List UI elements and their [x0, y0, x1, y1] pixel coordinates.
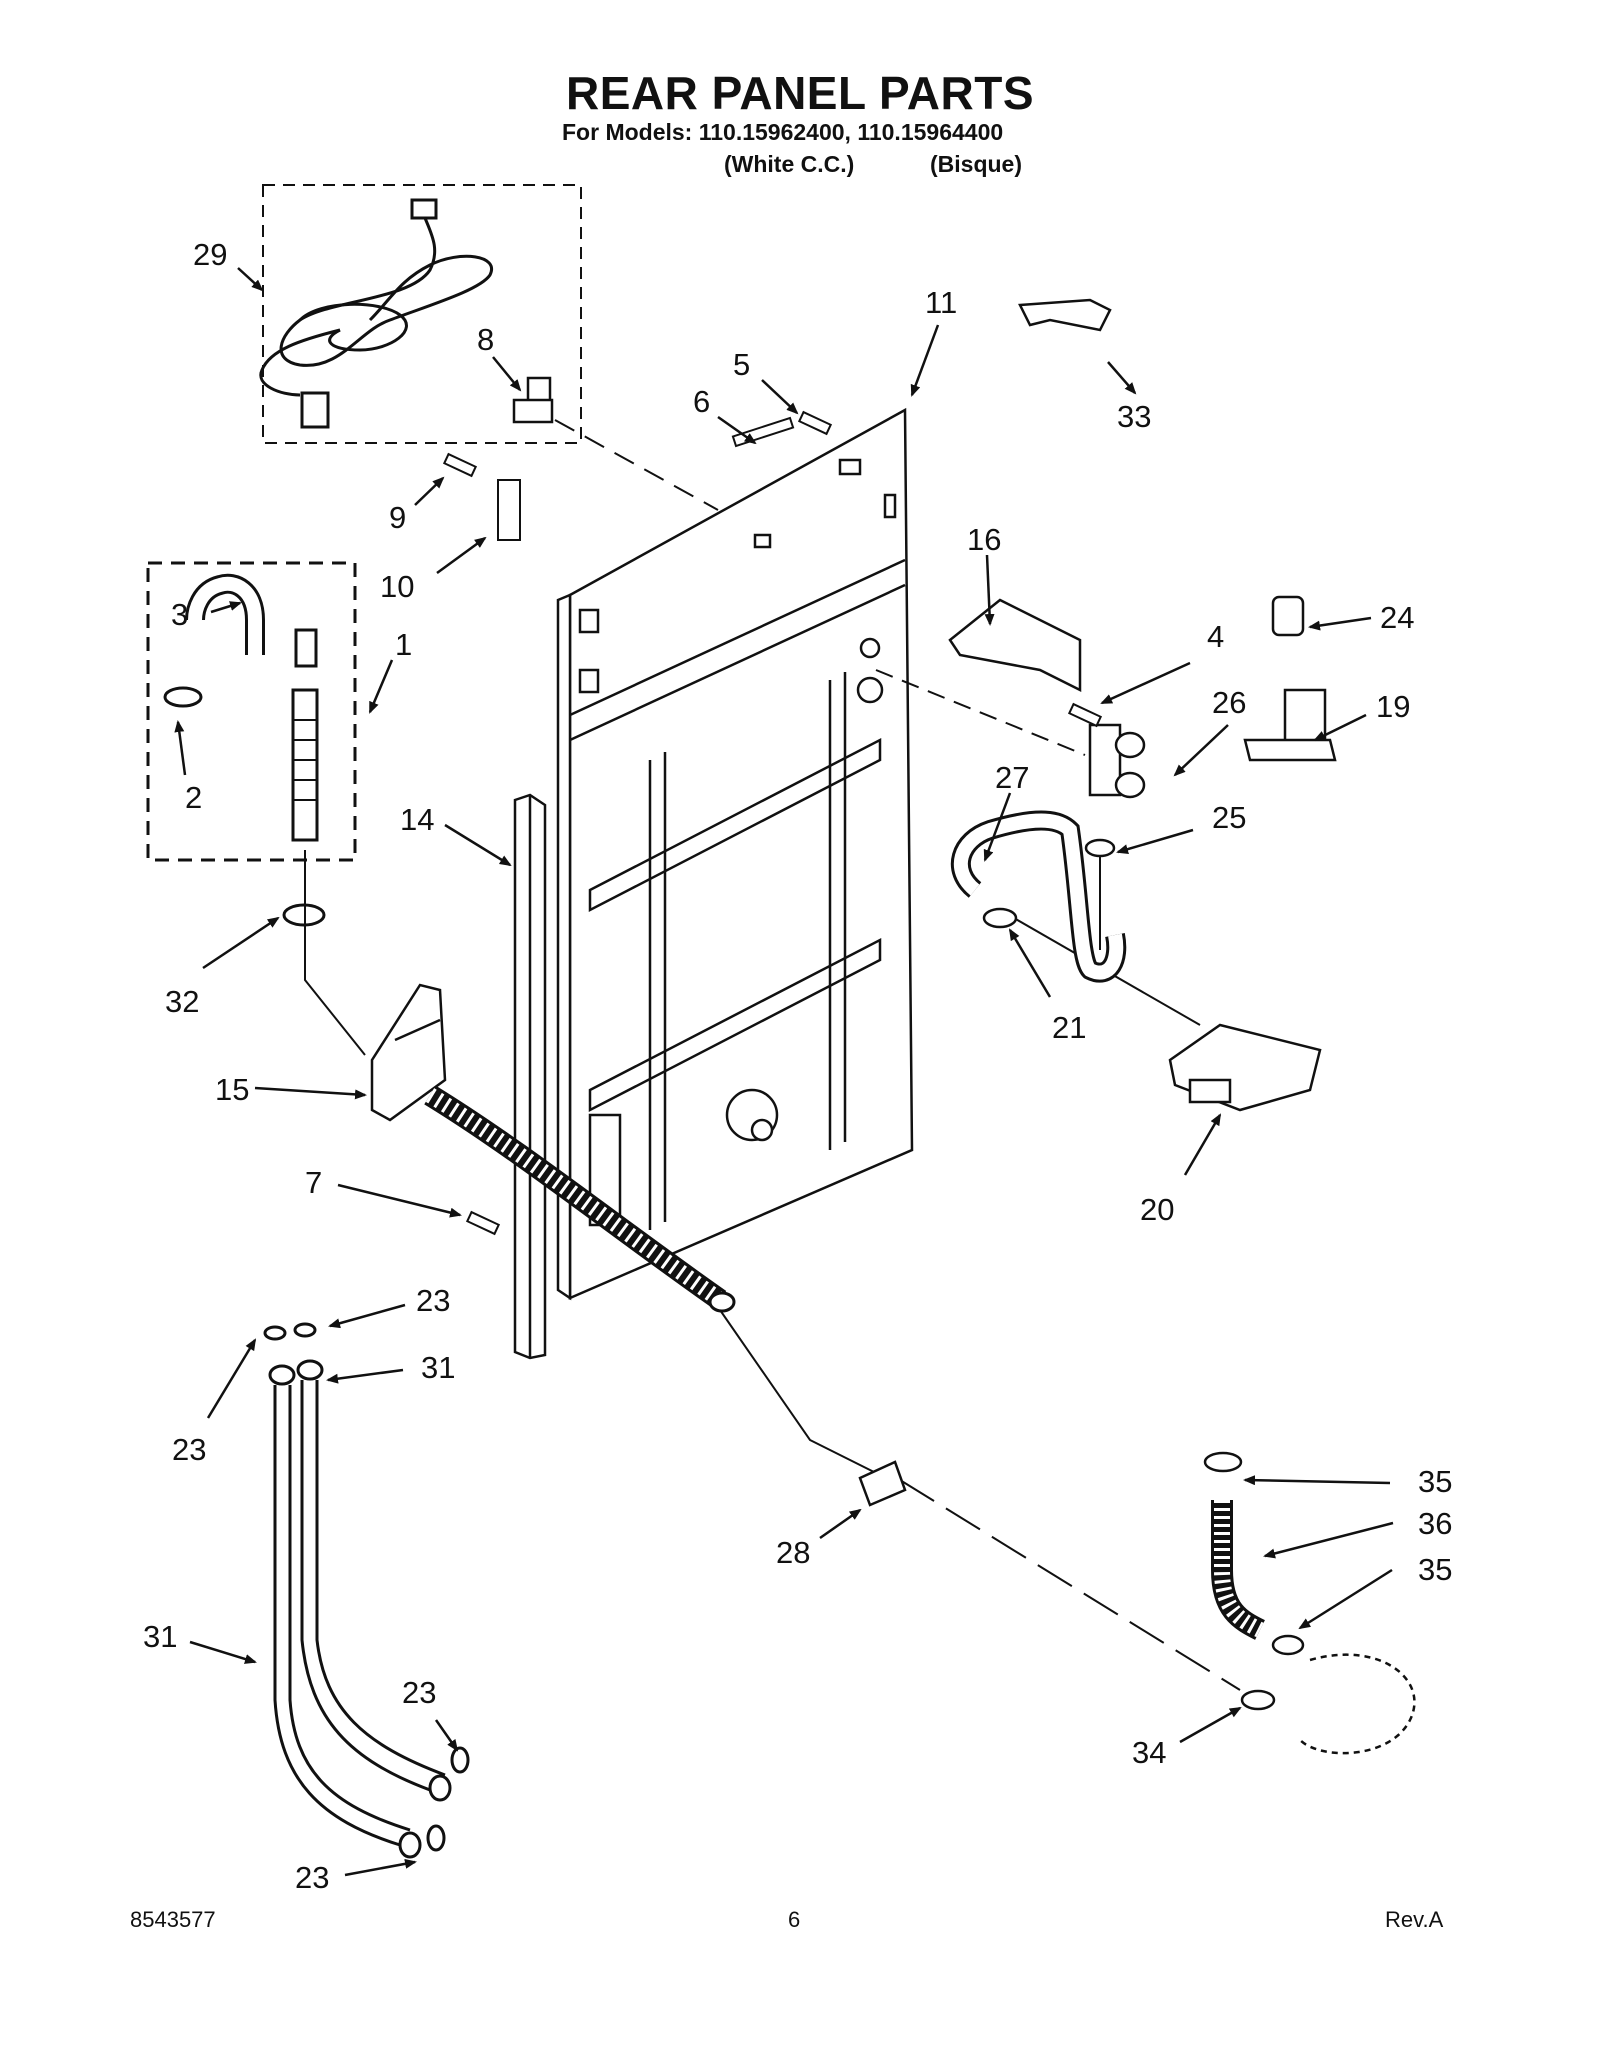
- callout-14: 14: [400, 802, 434, 837]
- callout-21: 21: [1052, 1010, 1086, 1045]
- drain-hose-part: [424, 1085, 736, 1313]
- callout-25: 25: [1212, 800, 1246, 835]
- callout-arrows: [174, 267, 1394, 1877]
- callout-2: 2: [185, 780, 202, 815]
- callout-29: 29: [193, 237, 227, 272]
- side-channel-part: [513, 793, 547, 1360]
- callout-23-a: 23: [416, 1283, 450, 1318]
- footer-part-number: 8543577: [130, 1907, 216, 1932]
- callout-36: 36: [1418, 1506, 1452, 1541]
- callout-4: 4: [1207, 619, 1224, 654]
- footer-revision: Rev.A: [1385, 1907, 1444, 1932]
- callout-8: 8: [477, 322, 494, 357]
- callout-32: 32: [165, 984, 199, 1019]
- footer-page-number: 6: [788, 1907, 801, 1932]
- color-bisque: (Bisque): [930, 151, 1022, 177]
- callout-28: 28: [776, 1535, 810, 1570]
- right-side-parts: [858, 298, 1416, 1755]
- callout-1: 1: [395, 627, 412, 662]
- callout-3: 3: [171, 597, 188, 632]
- drain-hose-kit-box: [146, 561, 357, 862]
- models-line: For Models: 110.15962400, 110.15964400: [562, 119, 1004, 145]
- power-cord-kit-box: [262, 184, 582, 444]
- callout-23-c: 23: [402, 1675, 436, 1710]
- callout-31-b: 31: [143, 1619, 177, 1654]
- callout-35-a: 35: [1418, 1464, 1452, 1499]
- callout-11: 11: [925, 285, 957, 320]
- callout-6: 6: [693, 384, 710, 419]
- rear-panel-part: [556, 407, 914, 1301]
- callout-23-b: 23: [172, 1432, 206, 1467]
- callout-26: 26: [1212, 685, 1246, 720]
- inlet-hoses-part: [263, 1322, 470, 1859]
- callout-24: 24: [1380, 600, 1414, 635]
- callout-23-d: 23: [295, 1860, 329, 1895]
- callout-10: 10: [380, 569, 414, 604]
- power-cord-part: [259, 198, 494, 429]
- callout-5: 5: [733, 347, 750, 382]
- color-white: (White C.C.): [724, 151, 855, 177]
- callout-9: 9: [389, 500, 406, 535]
- hose-bracket-part: [370, 983, 447, 1122]
- page-title: REAR PANEL PARTS: [565, 67, 1035, 119]
- callout-19: 19: [1376, 689, 1410, 724]
- callout-31-a: 31: [421, 1350, 455, 1385]
- callout-34: 34: [1132, 1735, 1166, 1770]
- callout-15: 15: [215, 1072, 249, 1107]
- drain-hose-kit-parts: [163, 573, 326, 927]
- bracket-part: [512, 376, 554, 424]
- screws: [442, 410, 1103, 1236]
- callout-33: 33: [1117, 399, 1151, 434]
- callout-27: 27: [995, 760, 1029, 795]
- callout-7: 7: [305, 1165, 322, 1200]
- callout-20: 20: [1140, 1192, 1174, 1227]
- callout-35-b: 35: [1418, 1552, 1452, 1587]
- callout-16: 16: [967, 522, 1001, 557]
